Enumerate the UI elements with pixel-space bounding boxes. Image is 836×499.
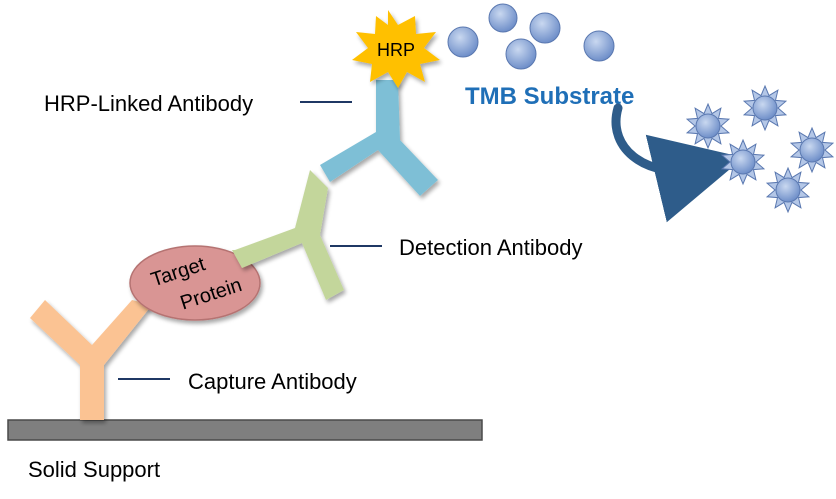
hrp-burst [352, 10, 440, 88]
product-sphere [789, 126, 835, 174]
hrp-label: HRP [377, 40, 415, 60]
tmb-substrate-label: TMB Substrate [465, 83, 634, 110]
detection-antibody-label: Detection Antibody [399, 235, 582, 260]
target-protein [129, 245, 261, 321]
product-core [775, 177, 801, 203]
hrp-antibody-shape [320, 80, 438, 196]
product-sphere [685, 102, 731, 150]
product-core [799, 137, 825, 163]
reaction-arrow [611, 103, 744, 223]
solid-support-label: Solid Support [28, 457, 160, 482]
substrate-sphere [529, 12, 561, 44]
solid-support-bar [7, 419, 483, 441]
substrate-sphere [505, 38, 537, 70]
product-core [752, 95, 778, 121]
product-core [730, 149, 756, 175]
capture-antibody-label: Capture Antibody [188, 369, 357, 394]
product-sphere [720, 138, 766, 186]
product-core [695, 113, 721, 139]
product-sphere [765, 166, 811, 214]
hrp-linked-antibody-label: HRP-Linked Antibody [44, 91, 253, 116]
product-sphere [742, 84, 788, 132]
detection-antibody-shape [232, 170, 344, 300]
substrate-sphere [583, 30, 615, 62]
substrate-sphere [488, 3, 518, 33]
substrate-sphere [447, 26, 479, 58]
capture-antibody-shape [30, 300, 152, 420]
product-spheres [685, 84, 835, 214]
